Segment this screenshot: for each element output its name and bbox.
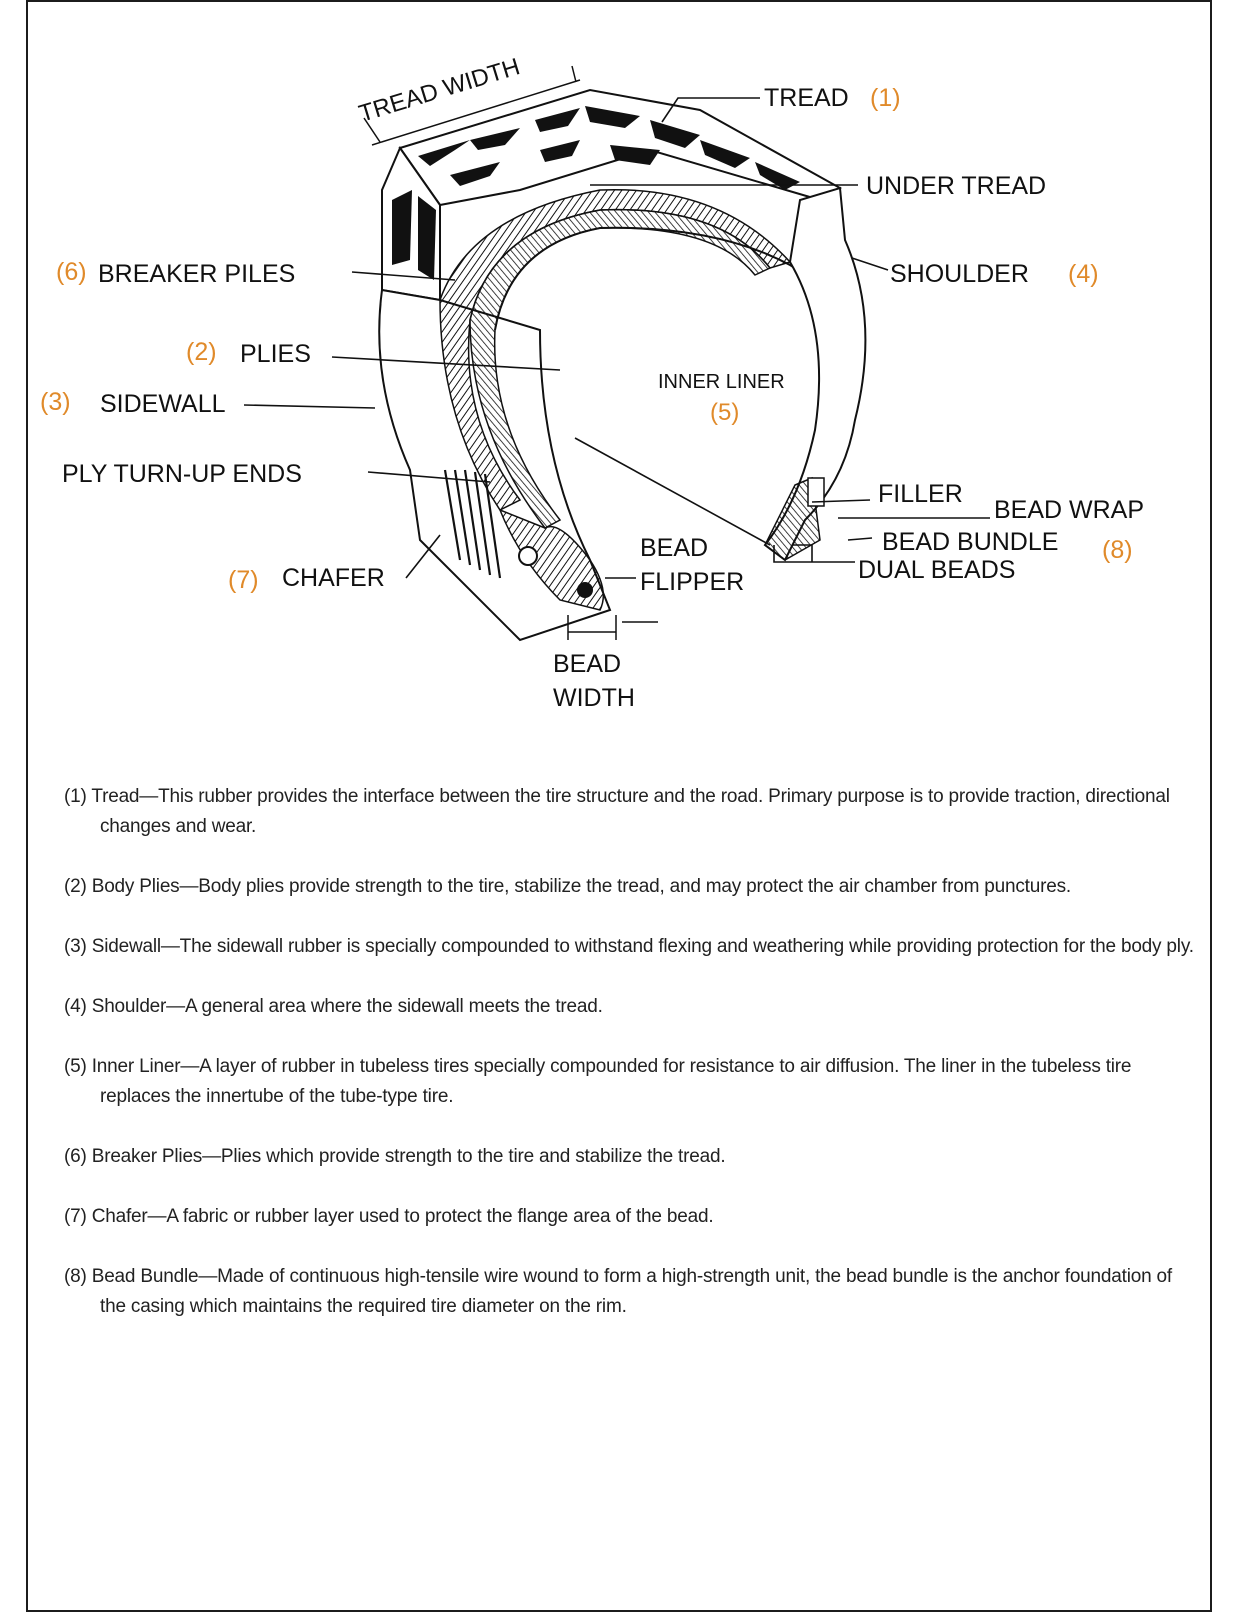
note-tread: (1) Tread—This rubber provides the inter… xyxy=(64,782,1194,842)
chafer-label: CHAFER xyxy=(282,564,385,592)
note-text: Sidewall—The sidewall rubber is speciall… xyxy=(91,936,1194,957)
bead-bundle-label: BEAD BUNDLE xyxy=(882,528,1058,556)
sidewall-number: (3) xyxy=(40,388,71,416)
note-inner-liner: (5) Inner Liner—A layer of rubber in tub… xyxy=(64,1052,1194,1112)
note-number: (5) xyxy=(64,1056,87,1077)
chafer-number: (7) xyxy=(228,566,259,594)
note-bead-bundle: (8) Bead Bundle—Made of continuous high-… xyxy=(64,1262,1194,1322)
plies-label: PLIES xyxy=(240,340,311,368)
breaker-piles-label: BREAKER PILES xyxy=(98,260,295,288)
note-text: Shoulder—A general area where the sidewa… xyxy=(91,996,603,1017)
tire-cross-section-diagram: TREAD WIDTH TREAD (1) UNDER TREAD (6) BR… xyxy=(40,53,1144,712)
tire-illustration xyxy=(378,88,867,642)
bead-width-label-line2: WIDTH xyxy=(553,684,635,712)
right-bead xyxy=(764,476,821,561)
note-number: (4) xyxy=(64,996,87,1017)
filler-label: FILLER xyxy=(878,480,963,508)
plies-number: (2) xyxy=(186,338,217,366)
inner-liner-label: INNER LINER xyxy=(658,371,785,393)
bead-flipper-label-line1: BEAD xyxy=(640,534,708,562)
note-number: (7) xyxy=(64,1206,87,1227)
inner-liner-number: (5) xyxy=(710,399,739,426)
page-frame xyxy=(26,0,1212,1612)
dual-beads-label: DUAL BEADS xyxy=(858,556,1015,584)
under-tread-label: UNDER TREAD xyxy=(866,172,1046,200)
notes-list: (1) Tread—This rubber provides the inter… xyxy=(64,782,1194,1352)
tread-width-dimension xyxy=(363,65,581,146)
frame-top-border xyxy=(26,0,1212,2)
note-sidewall: (3) Sidewall—The sidewall rubber is spec… xyxy=(64,932,1194,962)
note-text: Breaker Plies—Plies which provide streng… xyxy=(91,1146,726,1167)
shoulder-label: SHOULDER xyxy=(890,260,1029,288)
bead-wire-left xyxy=(518,546,538,566)
note-number: (1) xyxy=(64,786,87,807)
bead-bundle-number: (8) xyxy=(1102,536,1133,564)
bead-width-label-line1: BEAD xyxy=(553,650,621,678)
breaker-piles-number: (6) xyxy=(56,258,87,286)
note-number: (8) xyxy=(64,1266,87,1287)
tread-number: (1) xyxy=(870,84,901,112)
note-text: Chafer—A fabric or rubber layer used to … xyxy=(91,1206,714,1227)
shoulder-number: (4) xyxy=(1068,260,1099,288)
note-text: Inner Liner—A layer of rubber in tubeles… xyxy=(91,1056,1132,1107)
tread-width-label: TREAD WIDTH xyxy=(356,53,523,128)
note-breaker-plies: (6) Breaker Plies—Plies which provide st… xyxy=(64,1142,1194,1172)
note-body-plies: (2) Body Plies—Body plies provide streng… xyxy=(64,872,1194,902)
note-number: (6) xyxy=(64,1146,87,1167)
note-text: Body Plies—Body plies provide strength t… xyxy=(91,876,1071,897)
note-number: (3) xyxy=(64,936,87,957)
note-chafer: (7) Chafer—A fabric or rubber layer used… xyxy=(64,1202,1194,1232)
bead-flipper-label-line2: FLIPPER xyxy=(640,568,744,596)
leader-lines xyxy=(243,97,990,623)
note-shoulder: (4) Shoulder—A general area where the si… xyxy=(64,992,1194,1022)
tread-lugs xyxy=(418,106,800,190)
note-text: Tread—This rubber provides the interface… xyxy=(91,786,1170,837)
note-number: (2) xyxy=(64,876,87,897)
sidewall-label: SIDEWALL xyxy=(100,390,226,418)
tread-label: TREAD xyxy=(764,84,849,112)
ply-turn-up-ends-label: PLY TURN-UP ENDS xyxy=(62,460,302,488)
note-text: Bead Bundle—Made of continuous high-tens… xyxy=(91,1266,1173,1317)
bead-width-dimension xyxy=(567,615,617,640)
bead-wrap-label: BEAD WRAP xyxy=(994,496,1144,524)
